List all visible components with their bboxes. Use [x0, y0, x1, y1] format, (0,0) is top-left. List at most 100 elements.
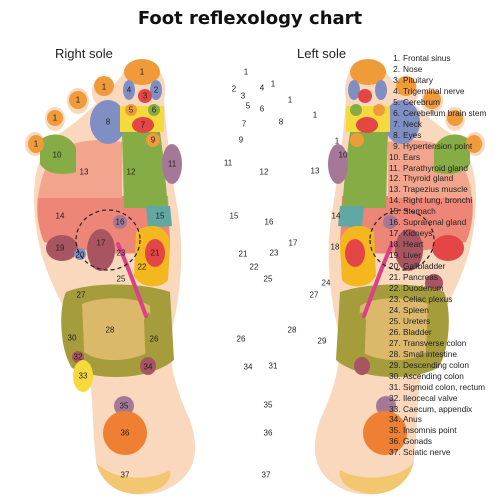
zone-label: 1 — [271, 80, 276, 89]
left-zone-8 — [384, 100, 420, 144]
legend-item: 27.Transverse colon — [389, 338, 486, 349]
zone-label: 14 — [332, 212, 341, 221]
legend-text: Liver — [403, 250, 421, 261]
right-zone-3 — [138, 89, 152, 103]
legend-item: 26.Bladder — [389, 327, 486, 338]
zone-label: 34 — [144, 363, 153, 372]
zone-label: 1 — [244, 68, 249, 77]
right-sole-label: Right sole — [55, 46, 113, 61]
legend-text: Duodenum — [403, 283, 444, 294]
right-zone-36 — [103, 411, 147, 455]
left-zone-11 — [328, 144, 348, 184]
legend-number: 12. — [389, 173, 401, 184]
legend-item: 11.Parathyroid gland — [389, 163, 486, 174]
right-zone-1-e — [28, 135, 44, 153]
right-zone-7-red — [132, 117, 154, 133]
right-zone-32 — [72, 351, 84, 363]
right-zone-11 — [162, 144, 182, 184]
zone-label: 28 — [288, 326, 297, 335]
zone-label: 16 — [116, 218, 125, 227]
right-zone-20 — [74, 248, 86, 260]
legend-number: 14. — [389, 195, 401, 206]
zone-label: 12 — [260, 168, 269, 177]
zone-label: 25 — [264, 275, 273, 284]
zone-label: 31 — [269, 362, 278, 371]
right-zone-33 — [73, 360, 93, 392]
legend-number: 23. — [389, 293, 401, 304]
zone-label: 22 — [138, 263, 147, 272]
zone-label: 21 — [151, 249, 160, 258]
legend-number: 15. — [389, 206, 401, 217]
right-zone-8 — [90, 100, 126, 144]
legend-number: 6. — [393, 107, 400, 118]
legend-text: Anus — [403, 414, 422, 425]
zone-label: 29 — [318, 337, 327, 346]
zone-label: 8 — [279, 118, 284, 127]
legend-item: 34.Anus — [389, 414, 486, 425]
zone-label: 17 — [97, 239, 106, 248]
zone-label: 13 — [311, 167, 320, 176]
legend-item: 6.Cerebellum brain stem — [389, 108, 486, 119]
legend-text: Nose — [403, 63, 423, 74]
zone-label: 2 — [232, 85, 237, 94]
right-foot — [25, 59, 196, 495]
zone-label: 30 — [68, 334, 77, 343]
legend-item: 23.Celiac plexus — [389, 294, 486, 305]
legend-text: Spleen — [403, 304, 429, 315]
legend-number: 2. — [393, 63, 400, 74]
legend-text: Ureters — [403, 315, 431, 326]
right-heart-area-outline — [75, 209, 141, 271]
left-zone-3 — [358, 89, 372, 103]
right-zone-26 — [144, 312, 163, 372]
zone-label: 5 — [246, 102, 251, 111]
left-foot — [314, 59, 485, 495]
legend-number: 33. — [389, 403, 401, 414]
right-zone-1-a — [124, 59, 160, 85]
zone-label: 1 — [140, 68, 145, 77]
legend-text: Celiac plexus — [403, 293, 453, 304]
zone-label: 25 — [117, 275, 126, 284]
legend-number: 11. — [389, 162, 400, 173]
zone-label: 17 — [289, 239, 298, 248]
legend-text: Small intestine — [403, 348, 457, 359]
legend-text: Suprarenal gland — [403, 217, 467, 228]
left-zone-29 — [426, 300, 446, 362]
legend-number: 8. — [393, 129, 400, 140]
legend-number: 4. — [393, 85, 400, 96]
zone-label: 9 — [239, 136, 244, 145]
legend-item: 18.Heart — [389, 239, 486, 250]
legend-item: 20.Gallbladder — [389, 261, 486, 272]
left-zone-labels: 1 1 1 1 1 2 3 4 5 6 7 8 9 10 11 12 13 14… — [224, 68, 348, 480]
zone-label: 9 — [151, 136, 156, 145]
legend-text: Caecum, appendix — [403, 403, 473, 414]
legend-item: 7.Neck — [389, 119, 486, 130]
legend-item: 25.Ureters — [389, 316, 486, 327]
legend-list: 1.Frontal sinus 2.Nose 3.Pituitary 4.Tri… — [389, 53, 486, 458]
zone-label: 6 — [152, 106, 157, 115]
legend-text: Cerebrum — [403, 96, 440, 107]
legend-text: Cerebellum brain stem — [403, 107, 487, 118]
right-zone-17 — [87, 229, 115, 271]
zone-label: 36 — [121, 429, 130, 438]
legend-item: 22.Duodenum — [389, 283, 486, 294]
diagram-title: Foot reflexology chart — [137, 8, 363, 29]
left-zone-28 — [358, 298, 428, 361]
left-zone-37 — [339, 462, 414, 494]
legend-item: 3.Pituitary — [389, 75, 486, 86]
zone-label: 11 — [168, 160, 177, 169]
legend-number: 18. — [389, 239, 401, 250]
left-zone-2 — [348, 80, 360, 100]
legend-number: 28. — [389, 348, 401, 359]
left-zone-16 — [383, 215, 397, 229]
legend-item: 19.Liver — [389, 250, 486, 261]
zone-label: 1 — [34, 140, 39, 149]
legend-number: 16. — [389, 217, 401, 228]
legend-item: 12.Thyroid gland — [389, 173, 486, 184]
zone-label: 1 — [335, 137, 340, 146]
zone-label: 37 — [121, 471, 130, 480]
legend-text: Trapezius muscle — [403, 184, 468, 195]
legend-number: 20. — [389, 261, 401, 272]
legend-item: 13.Trapezius muscle — [389, 184, 486, 195]
legend-number: 9. — [393, 140, 400, 151]
legend-text: Ascending colon — [403, 370, 464, 381]
